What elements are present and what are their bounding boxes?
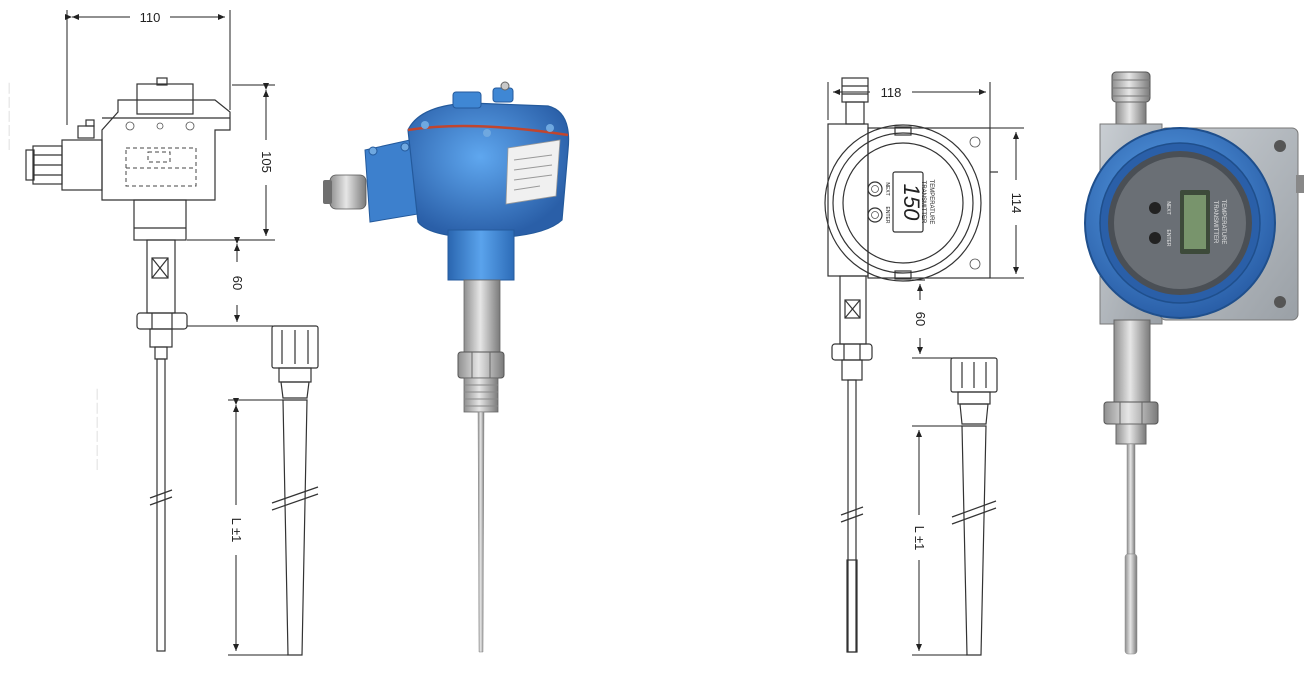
dim-height-114: 114 bbox=[1009, 193, 1024, 214]
dim-width-110: 110 bbox=[140, 10, 161, 25]
photo-blue-head-sensor bbox=[323, 81, 570, 653]
dim-width-118: 118 bbox=[881, 85, 902, 100]
display-title-line1: TEMPERATURE bbox=[928, 180, 934, 225]
display-button-enter: ENTER bbox=[884, 207, 890, 224]
photo-field-transmitter: TEMPERATURE TRANSMITTER NEXT ENTER bbox=[1084, 71, 1304, 655]
dim-neck-60: 60 bbox=[230, 276, 245, 290]
svg-text:150: 150 bbox=[899, 184, 924, 221]
dim-height-105: 105 bbox=[259, 151, 274, 173]
display-button-next: NEXT bbox=[884, 182, 890, 195]
photo-title-line1: TEMPERATURE bbox=[1220, 200, 1226, 245]
dim-length-l-right: L ±1 bbox=[912, 526, 927, 551]
display-reading: 150 bbox=[899, 184, 924, 221]
dim-neck-60-right: 60 bbox=[913, 312, 928, 326]
drawing-field-transmitter: 118 114 150 TEMPERATURE TRANSMITTER bbox=[824, 77, 1024, 656]
photo-button-next: NEXT bbox=[1165, 201, 1171, 214]
drawing-head-mount: — — — — — — — — — — — 110 105 bbox=[3, 10, 319, 656]
svg-text:— — — — —: — — — — — bbox=[3, 83, 15, 150]
photo-title-line2: TRANSMITTER bbox=[1212, 201, 1218, 244]
dim-length-l: L ±1 bbox=[229, 518, 244, 543]
photo-button-enter: ENTER bbox=[1165, 230, 1171, 247]
display-title-line2: TRANSMITTER bbox=[920, 181, 926, 224]
svg-text:— — — — — —: — — — — — — bbox=[91, 389, 103, 470]
